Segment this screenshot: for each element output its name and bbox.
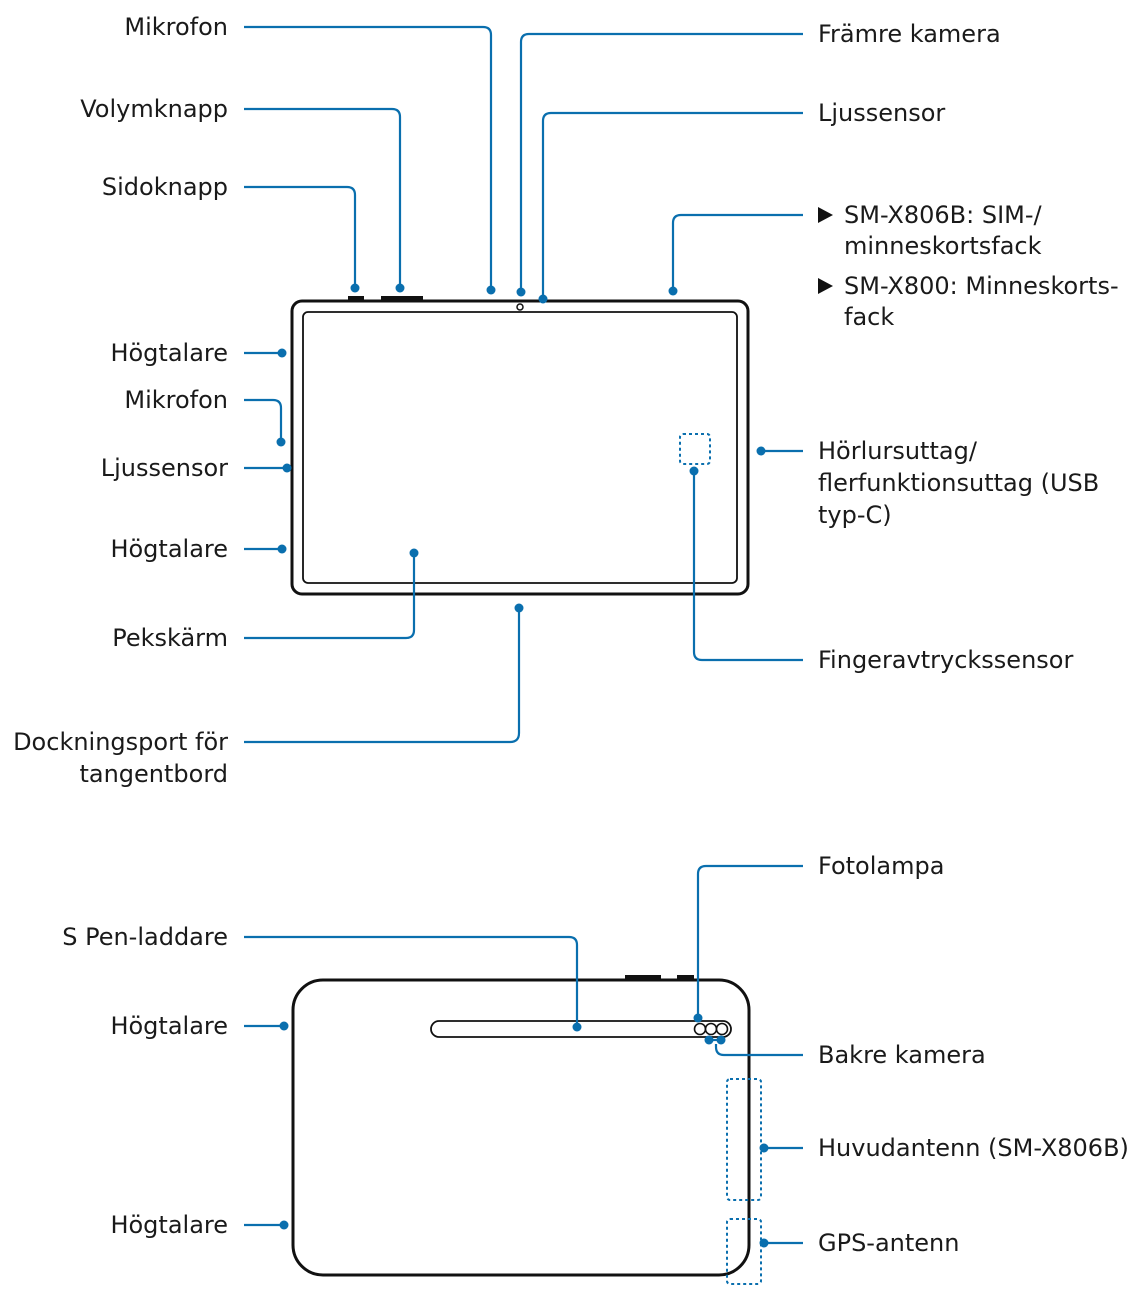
camera-lens-3 xyxy=(715,1022,729,1036)
label-speaker-upper: Högtalare xyxy=(110,339,228,367)
back-device xyxy=(291,975,762,1285)
label-back-speaker-lower: Högtalare xyxy=(110,1211,228,1239)
leader-flash xyxy=(693,864,803,1023)
leader-card-tray xyxy=(668,213,803,296)
leader-mic-top xyxy=(244,25,496,295)
leader-headset-jack xyxy=(756,446,803,456)
spen-charging-slot xyxy=(430,1020,732,1038)
leader-mic-left xyxy=(244,398,286,447)
label-rear-camera: Bakre kamera xyxy=(818,1041,986,1069)
label-headset-jack-line1: Hörlursuttag/ xyxy=(818,437,978,465)
label-fingerprint: Fingeravtryckssensor xyxy=(818,646,1073,674)
leader-touchscreen xyxy=(244,548,419,640)
main-antenna-area xyxy=(726,1078,762,1201)
label-tray-line1: SM-X806B: SIM-/ xyxy=(844,201,1043,229)
side-key-shape xyxy=(348,296,364,301)
leader-fingerprint xyxy=(689,466,803,662)
leader-volume-key xyxy=(244,107,405,293)
leader-spen-charger xyxy=(244,935,582,1032)
label-back-speaker-upper: Högtalare xyxy=(110,1012,228,1040)
label-tray-line3: SM-X800: Minneskorts- xyxy=(844,272,1119,300)
camera-lens-1 xyxy=(693,1022,707,1036)
leader-speaker-lower xyxy=(244,544,287,554)
label-gps-antenna: GPS-antenn xyxy=(818,1229,959,1257)
label-tray-line4: fack xyxy=(844,303,894,331)
volume-key-shape xyxy=(381,296,423,301)
leader-back-speaker-lower xyxy=(244,1220,289,1230)
gps-antenna-area xyxy=(726,1218,762,1285)
leader-light-sensor-left xyxy=(244,463,292,473)
label-side-key: Sidoknapp xyxy=(102,173,228,201)
label-light-sensor-top: Ljussensor xyxy=(818,99,945,127)
triangle-right-icon xyxy=(818,207,833,223)
leader-gps-antenna xyxy=(759,1238,803,1248)
label-front-camera: Främre kamera xyxy=(818,20,1001,48)
front-device-body xyxy=(290,299,750,596)
leader-front-camera xyxy=(516,32,803,297)
back-key-shape-2 xyxy=(677,975,694,980)
leader-side-key xyxy=(244,185,360,293)
label-dock-port-line2: tangentbord xyxy=(79,760,228,788)
label-spen-charger: S Pen-laddare xyxy=(62,923,228,951)
leader-speaker-upper xyxy=(244,348,287,358)
label-main-antenna: Huvudantenn (SM-X806B) xyxy=(818,1134,1129,1162)
front-device xyxy=(290,296,750,596)
leader-light-sensor-top xyxy=(538,111,803,304)
label-light-sensor-left: Ljussensor xyxy=(101,454,228,482)
label-headset-jack-line3: typ-C) xyxy=(818,501,892,529)
label-mic-top: Mikrofon xyxy=(124,13,228,41)
label-headset-jack-line2: flerfunktionsuttag (USB xyxy=(818,469,1099,497)
front-screen xyxy=(302,311,738,584)
front-camera-lens xyxy=(516,303,524,311)
label-touchscreen: Pekskärm xyxy=(112,624,228,652)
triangle-right-icon xyxy=(818,278,833,294)
label-flash: Fotolampa xyxy=(818,852,944,880)
camera-lens-2 xyxy=(704,1022,718,1036)
label-tray-line2: minneskortsfack xyxy=(844,232,1042,260)
leader-back-speaker-upper xyxy=(244,1021,289,1031)
fingerprint-area xyxy=(679,433,711,465)
label-mic-left: Mikrofon xyxy=(124,386,228,414)
back-device-body xyxy=(291,978,751,1277)
label-dock-port-line1: Dockningsport för xyxy=(13,728,228,756)
leader-dock-port xyxy=(244,603,524,744)
leader-main-antenna xyxy=(759,1143,803,1153)
leader-rear-camera xyxy=(704,1035,803,1057)
label-volume-key: Volymknapp xyxy=(80,95,228,123)
back-key-shape-1 xyxy=(625,975,661,980)
label-speaker-lower: Högtalare xyxy=(110,535,228,563)
